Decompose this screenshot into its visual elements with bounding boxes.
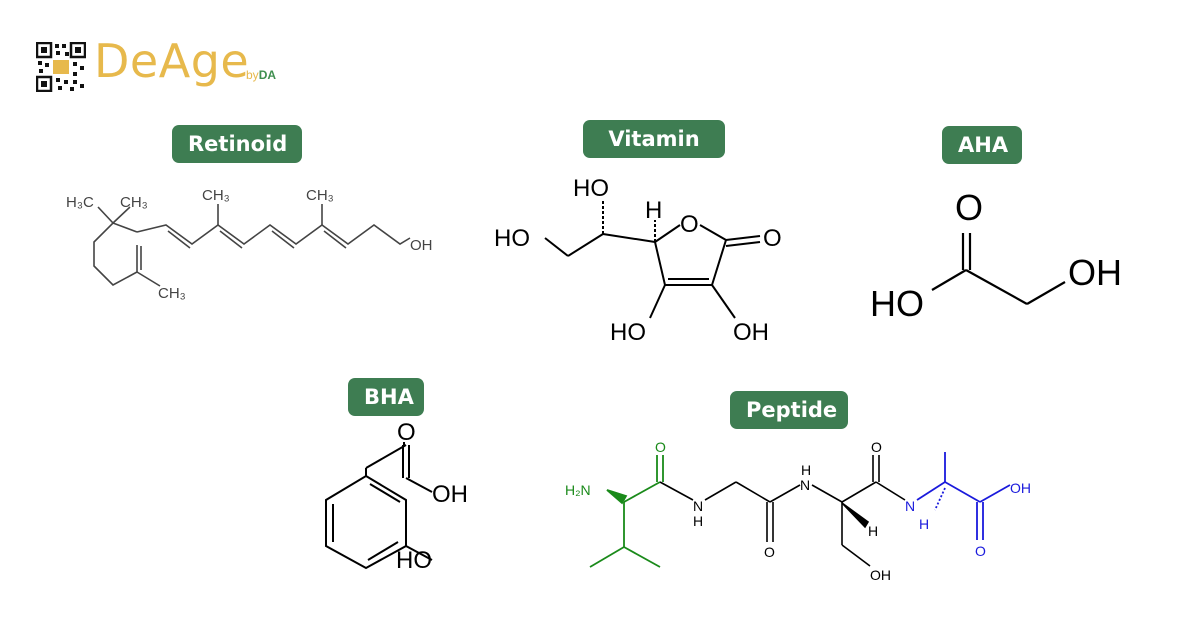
- aha-oh: OH: [1068, 252, 1122, 293]
- aha-atoms: O OH HO: [870, 187, 1122, 324]
- retinoid-h3c: H₃C: [66, 194, 94, 211]
- retinoid-atoms: H₃C CH₃ CH₃ CH₃ CH₃ OH: [66, 187, 433, 302]
- vitamin-c-ho-bottom: HO: [610, 319, 646, 346]
- bha-atoms: O OH HO: [396, 419, 468, 574]
- peptide-n-b: N: [800, 477, 810, 493]
- peptide-nh2: H₂N: [565, 482, 591, 498]
- bha-o: O: [397, 419, 416, 446]
- deage-logo: DeAge byDA: [36, 34, 296, 94]
- peptide-h-ser: H: [868, 523, 878, 539]
- vitamin-c-oh-bottom: OH: [733, 319, 769, 346]
- vitamin-c-o-ring: O: [680, 211, 699, 238]
- peptide-n-b-h: H: [801, 462, 811, 478]
- brand-name: DeAge: [94, 34, 250, 88]
- peptide-n-c-h: H: [919, 516, 929, 532]
- retinoid-structure: [93, 204, 411, 287]
- peptide-n-a-h: H: [693, 513, 703, 529]
- aha-o: O: [955, 187, 983, 228]
- label-vitamin-c: Vitamin C: [583, 120, 725, 189]
- peptide-atoms: H₂N O N H O H N O H OH N H OH O: [565, 439, 1031, 583]
- vitamin-c-h: H: [645, 197, 662, 224]
- peptide-backbone: [659, 455, 906, 567]
- label-peptide: Peptide: [730, 391, 848, 429]
- bha-ho: HO: [396, 547, 432, 574]
- aha-structure: [931, 233, 1066, 305]
- label-bha: BHA: [348, 378, 424, 416]
- retinoid-oh: OH: [410, 237, 433, 254]
- peptide-o1: O: [655, 439, 666, 455]
- vitamin-c-atoms: HO H HO O O HO OH: [494, 175, 782, 346]
- aha-ho: HO: [870, 283, 924, 324]
- retinoid-ch3-ring: CH₃: [158, 285, 186, 302]
- peptide-oh-ser: OH: [870, 567, 891, 583]
- peptide-alanine: [916, 452, 1011, 540]
- peptide-valine: [589, 455, 664, 568]
- retinoid-ch3-a: CH₃: [202, 187, 230, 204]
- brand-by: by: [246, 68, 259, 82]
- brand-by-name: DA: [258, 68, 277, 82]
- vitamin-c-structure: [544, 200, 761, 319]
- bha-structure: [325, 442, 433, 570]
- peptide-o3: O: [871, 439, 882, 455]
- peptide-oh-end: OH: [1010, 480, 1031, 496]
- vitamin-c-o-carbonyl: O: [763, 225, 782, 252]
- retinoid-ch3-b: CH₃: [306, 187, 334, 204]
- retinoid-ch3-gem: CH₃: [120, 194, 148, 211]
- label-retinoid: Retinoid: [172, 125, 302, 163]
- peptide-n-a: N: [693, 498, 703, 514]
- vitamin-c-ho-left: HO: [494, 225, 530, 252]
- bha-oh-acid: OH: [432, 481, 468, 508]
- vitamin-c-ho-top: HO: [573, 175, 609, 202]
- peptide-o2: O: [764, 544, 775, 560]
- peptide-o-end: O: [975, 543, 986, 559]
- peptide-n-c: N: [905, 498, 915, 514]
- qr-code-icon: [36, 42, 86, 92]
- brand-byline: byDA: [246, 68, 276, 82]
- label-aha: AHA: [942, 126, 1022, 164]
